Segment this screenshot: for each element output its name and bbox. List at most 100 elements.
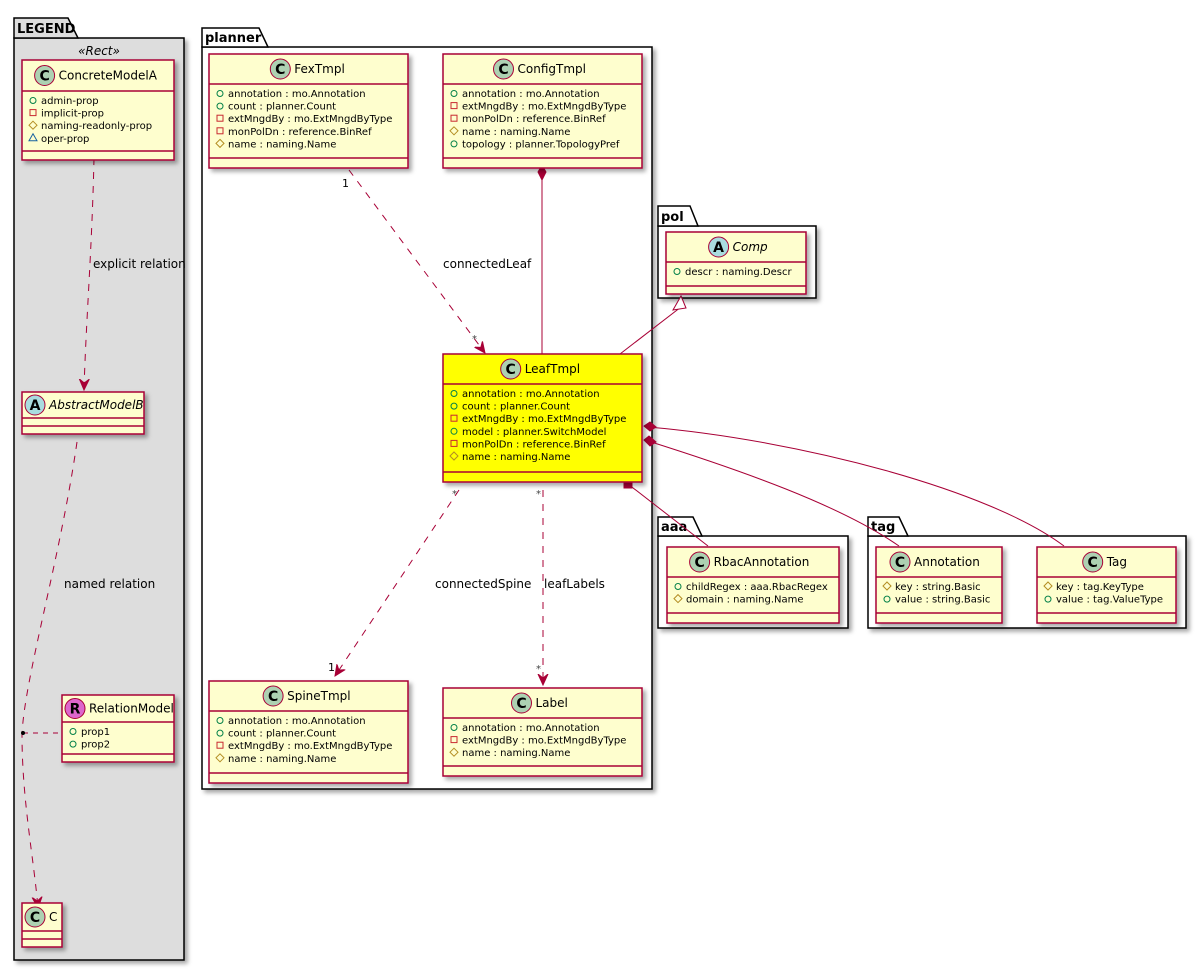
visibility-public-icon	[69, 740, 77, 748]
class-kind-c-icon	[889, 551, 911, 573]
edge-connected-spine	[335, 489, 460, 676]
visibility-public-icon	[450, 724, 458, 731]
edge-leaf-comp-generalization	[619, 306, 682, 355]
class-name: ConfigTmpl	[518, 62, 586, 76]
visibility-protected-icon	[449, 451, 459, 461]
class-box	[208, 680, 409, 784]
class-kind-letter: R	[70, 702, 81, 718]
class-name: C	[49, 910, 57, 924]
visibility-protected-icon	[882, 581, 892, 591]
class-attribute: oper-prop	[41, 134, 89, 145]
class-label[interactable]: C Label annotation : mo.Annotation extMngdB…	[442, 687, 643, 777]
class-tag[interactable]: C Tag key : tag.KeyType value : tag.ValueTy…	[1036, 546, 1177, 624]
edge-leaf-tag-composition	[647, 426, 1065, 547]
class-name: AbstractModelB	[48, 398, 144, 412]
visibility-package-icon	[28, 132, 38, 142]
class-attribute: extMngdBy : mo.ExtMngdByType	[462, 414, 626, 425]
class-attribute: name : naming.Name	[462, 452, 570, 463]
class-kind-letter: A	[713, 240, 724, 256]
generalization-triangle-icon	[672, 294, 687, 311]
visibility-public-icon	[29, 97, 37, 104]
class-name: Comp	[733, 240, 768, 254]
class-name: Annotation	[914, 555, 980, 569]
visibility-protected-icon	[215, 753, 225, 763]
visibility-public-icon	[450, 402, 458, 410]
class-attribute: key : tag.KeyType	[1056, 582, 1144, 593]
visibility-protected-icon	[28, 120, 38, 130]
class-attribute: domain : naming.Name	[686, 595, 804, 606]
class-attribute: annotation : mo.Annotation	[462, 723, 600, 734]
class-kind-letter: C	[268, 689, 278, 705]
class-kind-c-icon	[269, 58, 291, 80]
class-name: Tag	[1106, 555, 1127, 569]
visibility-public-icon	[216, 729, 224, 737]
visibility-private-icon	[216, 741, 224, 749]
visibility-private-icon	[450, 439, 458, 447]
class-name: RelationModel	[89, 702, 174, 716]
class-attribute: annotation : mo.Annotation	[228, 716, 366, 727]
class-attribute: extMngdBy : mo.ExtMngdByType	[228, 741, 392, 752]
composition-diamond-icon	[643, 435, 657, 447]
edge-leaf-rbac-composition	[627, 483, 709, 547]
label-leaf-labels: leafLabels	[544, 577, 605, 591]
class-attribute: annotation : mo.Annotation	[462, 89, 600, 100]
class-box	[665, 231, 807, 295]
class-abstractmodelb[interactable]: A AbstractModelB	[21, 391, 145, 435]
mult-connected-spine-from: *	[452, 489, 457, 500]
visibility-public-icon	[673, 268, 681, 275]
class-name: ConcreteModelA	[59, 69, 158, 83]
relations: explicit relation named relation 1 * con…	[21, 157, 1065, 908]
class-kind-letter: C	[1088, 555, 1098, 571]
package-title-pol: pol	[661, 210, 684, 225]
class-box	[442, 687, 643, 777]
visibility-public-icon	[216, 102, 224, 110]
class-attribute: annotation : mo.Annotation	[462, 389, 600, 400]
class-box	[1036, 546, 1177, 624]
class-attribute: key : string.Basic	[895, 582, 981, 593]
class-kind-a-icon	[24, 394, 46, 416]
label-named-relation: named relation	[64, 577, 155, 591]
mult-connected-leaf-from: 1	[342, 177, 349, 190]
class-attribute: name : naming.Name	[462, 748, 570, 759]
class-name: Label	[536, 696, 568, 710]
mult-leaf-labels-to: *	[536, 664, 541, 675]
class-attribute: descr : naming.Descr	[685, 267, 792, 278]
visibility-public-icon	[450, 90, 458, 97]
class-attribute: topology : planner.TopologyPref	[462, 139, 620, 150]
class-attribute: count : planner.Count	[228, 102, 336, 113]
visibility-protected-icon	[1043, 581, 1053, 591]
class-comp[interactable]: A Comp descr : naming.Descr	[665, 231, 807, 295]
class-box	[442, 53, 643, 169]
class-name: SpineTmpl	[287, 689, 351, 703]
class-attribute: monPolDn : reference.BinRef	[462, 439, 606, 450]
class-kind-c-icon	[511, 692, 532, 714]
class-attribute: childRegex : aaa.RbacRegex	[686, 582, 828, 593]
label-explicit-relation: explicit relation	[93, 257, 186, 271]
package-title-legend: LEGEND	[17, 22, 76, 37]
class-kind-c-icon	[493, 58, 514, 80]
class-kind-letter: C	[516, 696, 526, 712]
visibility-public-icon	[450, 390, 458, 397]
class-attribute: count : planner.Count	[462, 402, 570, 413]
visibility-protected-icon	[673, 593, 683, 604]
class-attribute: naming-readonly-prop	[41, 121, 152, 132]
class-kind-r-icon	[64, 698, 86, 719]
visibility-protected-icon	[215, 138, 225, 149]
class-attribute: extMngdBy : mo.ExtMngdByType	[462, 736, 626, 747]
class-attribute: name : naming.Name	[228, 754, 336, 765]
class-kind-letter: A	[30, 398, 41, 414]
class-attribute: admin-prop	[41, 96, 99, 107]
class-kind-c-icon	[262, 685, 284, 707]
class-attribute: value : tag.ValueType	[1056, 595, 1163, 606]
class-attribute: extMngdBy : mo.ExtMngdByType	[228, 114, 392, 125]
class-box	[208, 53, 409, 169]
